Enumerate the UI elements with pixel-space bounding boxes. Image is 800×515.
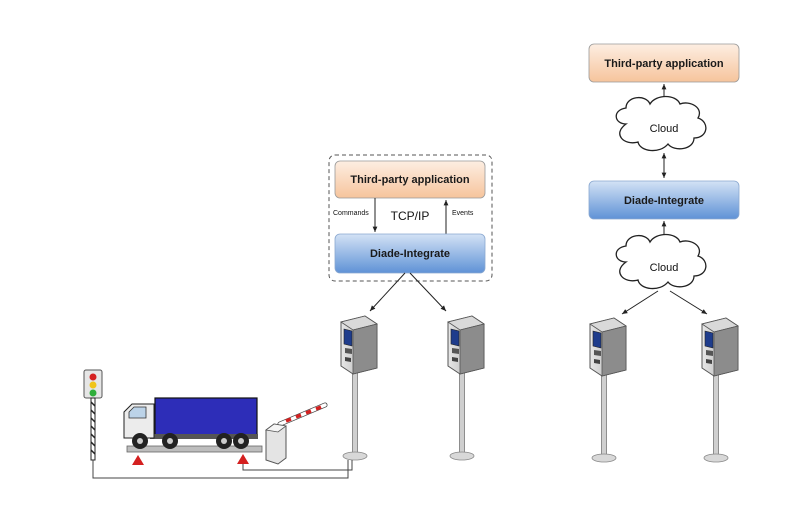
sensor-marker-icon <box>237 454 249 464</box>
link-left-kiosk-2 <box>409 272 447 312</box>
left-diade-integrate-box: Diade-Integrate <box>334 233 486 274</box>
terminal-kiosk-icon <box>340 315 378 461</box>
left-third-party-app-box: Third-party application <box>334 160 486 199</box>
commands-label: Commands <box>333 210 369 217</box>
right-system: Third-party application Cloud Diade-Inte… <box>588 43 740 463</box>
truck-icon <box>123 397 258 449</box>
link-left-kiosk-1 <box>369 272 406 312</box>
cloud-icon: Cloud <box>615 233 707 290</box>
cloud-bottom-label: Cloud <box>650 262 679 274</box>
link-right-kiosk-1 <box>621 290 659 315</box>
left-system: Third-party application Commands Events … <box>83 154 493 479</box>
terminal-kiosk-icon <box>589 317 627 463</box>
right-third-party-app-label: Third-party application <box>604 58 723 70</box>
terminal-kiosk-icon <box>447 315 485 461</box>
events-label: Events <box>452 210 474 217</box>
truck-scene <box>83 369 353 479</box>
barrier-gate-icon <box>265 402 328 465</box>
right-diade-integrate-box: Diade-Integrate <box>588 180 740 220</box>
tcp-ip-label: TCP/IP <box>391 209 430 223</box>
terminal-kiosk-icon <box>701 317 739 463</box>
cloud-top-label: Cloud <box>650 123 679 135</box>
cloud-icon: Cloud <box>615 95 707 152</box>
right-third-party-app-box: Third-party application <box>588 43 740 83</box>
weighbridge-platform <box>126 445 263 453</box>
left-diade-integrate-label: Diade-Integrate <box>370 248 450 260</box>
traffic-light-icon <box>83 369 103 461</box>
link-right-kiosk-2 <box>669 290 708 315</box>
integration-boundary <box>328 154 493 282</box>
right-diade-integrate-label: Diade-Integrate <box>624 195 704 207</box>
sensor-marker-icon <box>132 455 144 465</box>
left-third-party-app-label: Third-party application <box>350 174 469 186</box>
